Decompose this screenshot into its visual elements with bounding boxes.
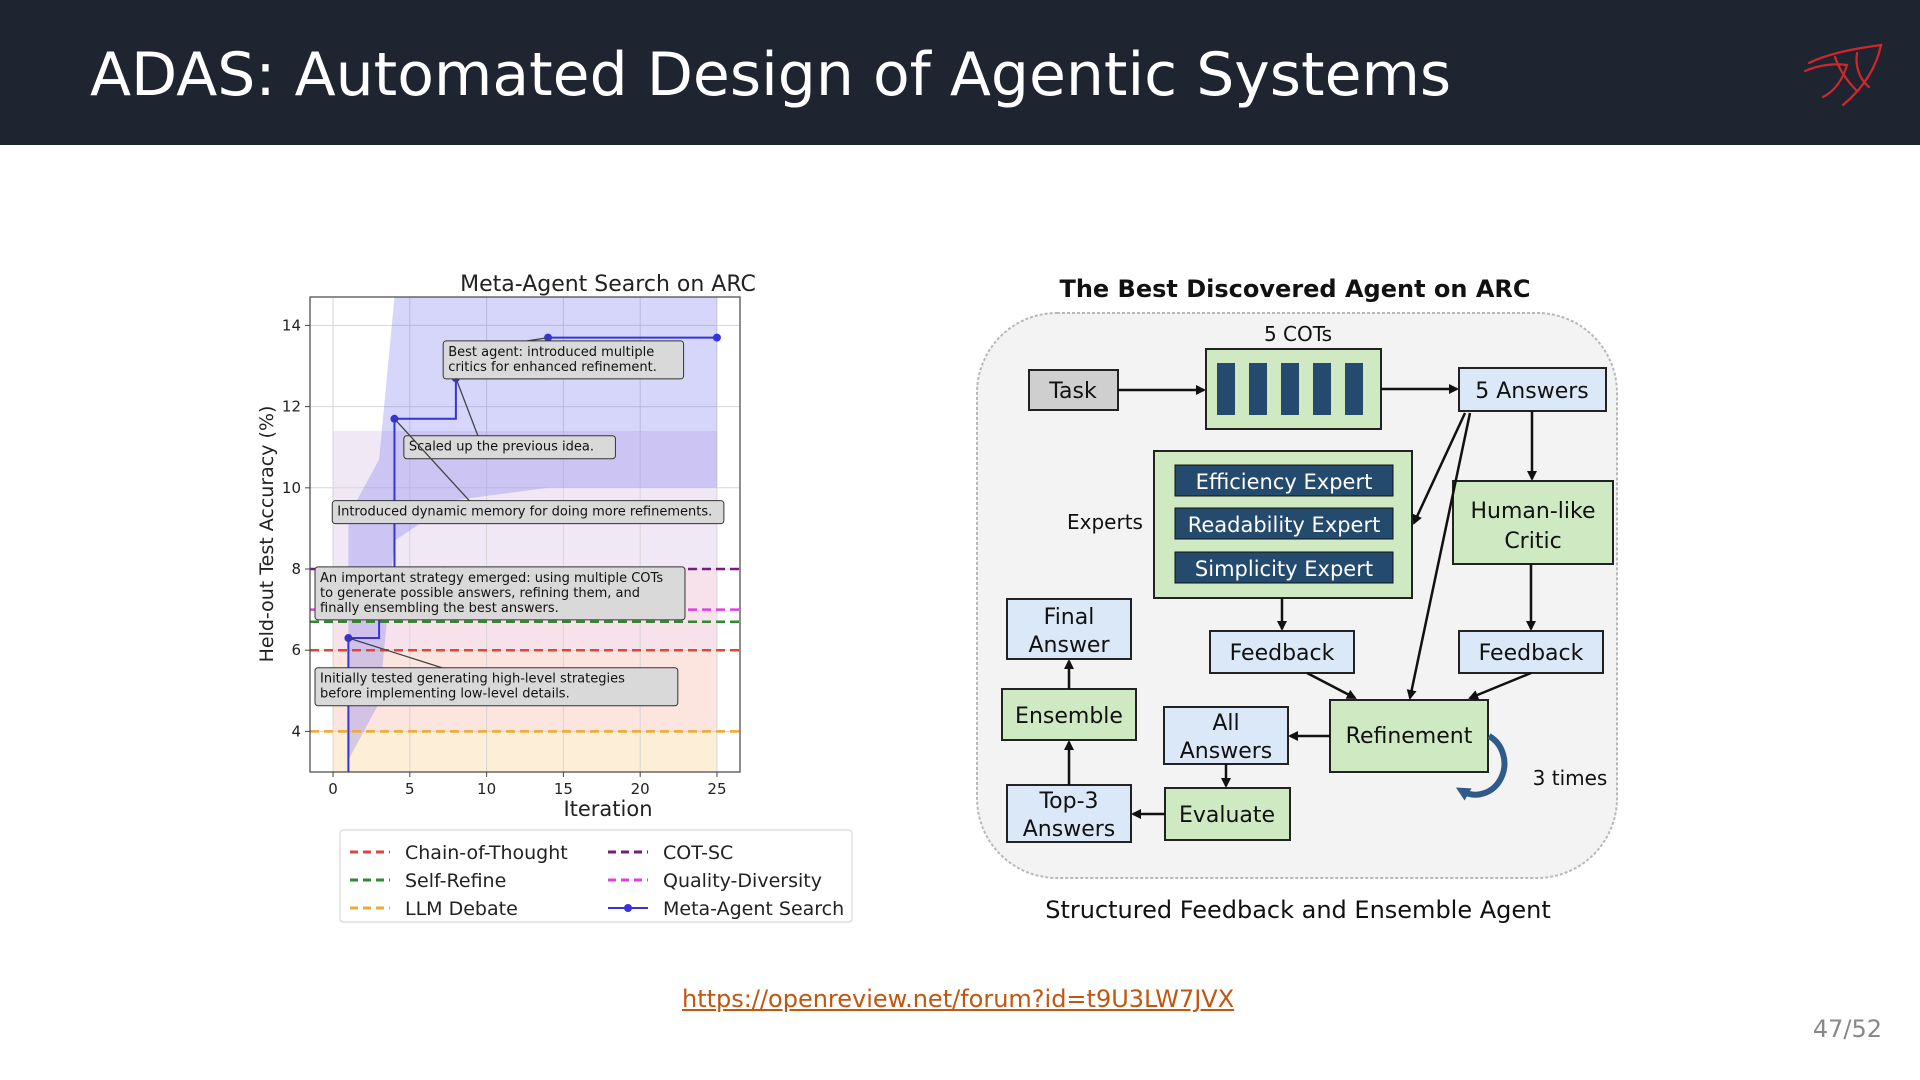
diagram-title: The Best Discovered Agent on ARC: [1059, 275, 1530, 303]
svg-text:All: All: [1212, 711, 1239, 736]
y-axis-label: Held-out Test Accuracy (%): [256, 406, 278, 663]
svg-text:Ensemble: Ensemble: [1015, 704, 1123, 729]
y-tick-label: 8: [291, 560, 301, 578]
svg-text:Final: Final: [1044, 605, 1095, 630]
evaluate-node: Evaluate: [1164, 787, 1291, 841]
refinement-node: Refinement: [1329, 699, 1489, 773]
annotation-box: [314, 566, 686, 621]
legend-label: Chain-of-Thought: [405, 842, 568, 864]
x-tick-label: 15: [554, 780, 573, 798]
annotation-box: [314, 667, 679, 707]
feedback-node-right: Feedback: [1458, 630, 1604, 674]
svg-text:Answers: Answers: [1023, 817, 1116, 842]
plot-frame: [309, 296, 741, 773]
annotation-arrow: [455, 377, 479, 436]
ensemble-node: Ensemble: [1001, 688, 1137, 741]
experts-group: Efficiency Expert Readability Expert Sim…: [1153, 450, 1413, 599]
y-tick-label: 6: [291, 641, 301, 659]
legend-label: Self-Refine: [405, 870, 506, 892]
annotation-text: Best agent: introduced multiple: [448, 345, 654, 360]
legend-frame: [339, 829, 853, 923]
legend-marker: [624, 904, 632, 912]
y-tick-label: 10: [282, 479, 301, 497]
annotation-box: [331, 500, 725, 525]
diagram-caption: Structured Feedback and Ensemble Agent: [1045, 896, 1551, 924]
annotation-text: Scaled up the previous idea.: [409, 440, 594, 455]
background-band: [333, 731, 717, 772]
meta-agent-search-band: [348, 297, 717, 760]
slide-title: ADAS: Automated Design of Agentic System…: [90, 40, 1452, 110]
feedback-node-left: Feedback: [1209, 630, 1355, 674]
annotation-text: before implementing low-level details.: [320, 687, 570, 702]
y-tick-label: 14: [282, 316, 301, 334]
annotation-box: [442, 340, 685, 380]
svg-text:Human-like: Human-like: [1471, 499, 1596, 524]
svg-text:Readability Expert: Readability Expert: [1188, 513, 1381, 537]
svg-text:Top-3: Top-3: [1038, 789, 1098, 814]
x-tick-label: 20: [631, 780, 650, 798]
legend-label: COT-SC: [663, 842, 733, 864]
openreview-link[interactable]: https://openreview.net/forum?id=t9U3LW7J…: [682, 985, 1235, 1013]
all-answers-node: All Answers: [1163, 706, 1289, 765]
red-abstract-logo-icon: [1803, 43, 1883, 107]
svg-text:Evaluate: Evaluate: [1179, 803, 1275, 828]
y-tick-label: 12: [282, 398, 301, 416]
legend-label: Quality-Diversity: [663, 870, 822, 892]
svg-text:Efficiency Expert: Efficiency Expert: [1196, 470, 1373, 494]
cots-box: [1205, 348, 1382, 430]
annotation-arrow: [527, 336, 549, 342]
x-tick-label: 10: [477, 780, 496, 798]
svg-text:Critic: Critic: [1504, 529, 1561, 554]
svg-text:Task: Task: [1048, 379, 1097, 404]
critic-node: Human-like Critic: [1452, 480, 1614, 565]
svg-text:Feedback: Feedback: [1230, 641, 1335, 666]
annotation-text: An important strategy emerged: using mul…: [320, 571, 663, 586]
data-point: [712, 333, 721, 342]
task-node: Task: [1028, 369, 1119, 411]
annotation-box: [403, 435, 616, 460]
annotation-text: to generate possible answers, refining t…: [320, 586, 640, 601]
annotation-arrow: [348, 637, 443, 669]
experts-label: Experts: [1067, 510, 1143, 534]
data-point: [344, 634, 353, 643]
annotation-arrow: [393, 418, 470, 502]
annotation-text: Initially tested generating high-level s…: [320, 672, 625, 687]
svg-text:Simplicity Expert: Simplicity Expert: [1195, 557, 1373, 581]
agent-architecture-diagram: The Best Discovered Agent on ARC 5 COTs …: [976, 275, 1618, 924]
svg-text:Answers: Answers: [1180, 739, 1273, 764]
annotation-text: Introduced dynamic memory for doing more…: [337, 505, 712, 520]
annotation-text: finally ensembling the best answers.: [320, 601, 559, 616]
loop-arrow-icon: [1455, 733, 1508, 801]
cots-label: 5 COTs: [1264, 322, 1332, 346]
three-times-label: 3 times: [1533, 766, 1608, 790]
page-number: 47/52: [1812, 1015, 1882, 1043]
top3-answers-node: Top-3 Answers: [1006, 784, 1132, 843]
meta-agent-search-chart: Meta-Agent Search on ARC 0 5 10 15 20 25 4 6 8 10…: [256, 272, 853, 923]
legend-label: Meta-Agent Search: [663, 898, 844, 920]
svg-text:5 Answers: 5 Answers: [1475, 379, 1588, 404]
x-tick-label: 5: [405, 780, 415, 798]
five-answers-node: 5 Answers: [1458, 367, 1607, 412]
annotation-text: critics for enhanced refinement.: [448, 360, 657, 375]
x-tick-label: 0: [328, 780, 338, 798]
chart-title: Meta-Agent Search on ARC: [460, 272, 756, 297]
slide-header: ADAS: Automated Design of Agentic System…: [0, 0, 1920, 145]
svg-text:Answer: Answer: [1028, 633, 1110, 658]
diagram-arrows: [1064, 384, 1537, 819]
svg-text:Refinement: Refinement: [1346, 724, 1473, 749]
x-axis-label: Iteration: [563, 797, 652, 821]
svg-text:Feedback: Feedback: [1479, 641, 1584, 666]
legend-label: LLM Debate: [405, 898, 518, 920]
y-tick-label: 4: [291, 722, 301, 740]
x-tick-label: 25: [707, 780, 726, 798]
final-answer-node: Final Answer: [1006, 598, 1132, 660]
